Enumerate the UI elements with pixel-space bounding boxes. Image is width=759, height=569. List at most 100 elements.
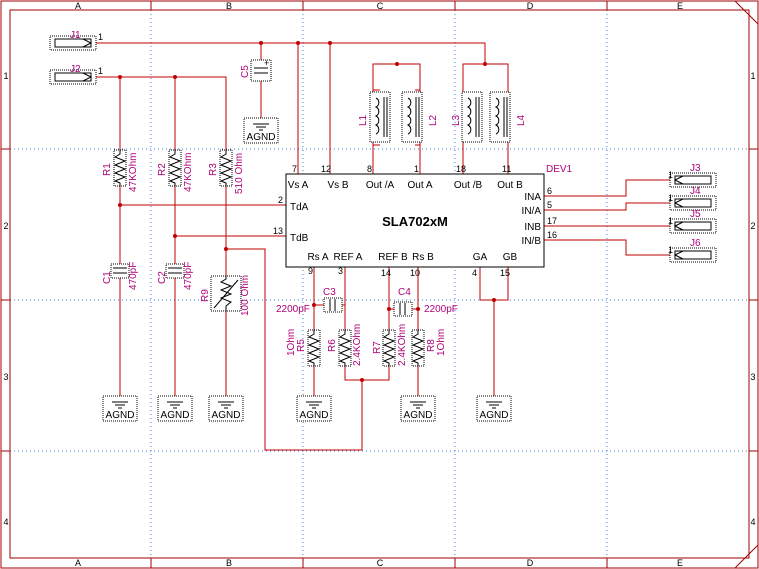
border-row-2-left: 2 xyxy=(3,221,8,231)
inductor-l4[interactable]: L4 xyxy=(489,91,527,143)
border-col-b-bottom: B xyxy=(226,558,232,568)
pin-number-13: 13 xyxy=(273,226,283,236)
resistor-r7[interactable]: R7 2.4KOhm xyxy=(372,324,408,367)
border-row-4-right: 4 xyxy=(750,517,755,527)
border-col-d-top: D xyxy=(527,1,534,11)
pin-number-10: 10 xyxy=(410,268,420,278)
border-col-c-top: C xyxy=(377,1,384,11)
resistor-r5-value: 1Ohm xyxy=(286,329,297,356)
capacitor-c5-ref: C5 xyxy=(240,65,251,78)
connector-j3[interactable]: J3 1 xyxy=(668,163,717,188)
capacitor-c3[interactable]: C3 2200pF xyxy=(276,287,343,315)
resistor-r2-ref: R2 xyxy=(157,163,168,176)
connector-j1-ref: J1 xyxy=(70,30,81,41)
ground-symbol-r8: AGND xyxy=(400,395,436,422)
resistor-r3-ref: R3 xyxy=(208,163,219,176)
border-row-2-right: 2 xyxy=(750,221,755,231)
pin-number-16: 16 xyxy=(547,230,557,240)
capacitor-c4[interactable]: C4 2200pF xyxy=(393,287,458,317)
capacitor-c1[interactable]: C1 470pF xyxy=(102,262,139,290)
ground-symbol-c2: AGND xyxy=(157,395,193,422)
ground-label-c5: AGND xyxy=(247,132,276,143)
ground-label-r8: AGND xyxy=(404,410,433,421)
ground-symbol-ga-gb: AGND xyxy=(476,395,512,422)
ground-label-ga-gb: AGND xyxy=(480,410,509,421)
border-row-4-left: 4 xyxy=(3,517,8,527)
connector-j3-pin: 1 xyxy=(668,170,673,180)
border-col-b-top: B xyxy=(226,1,232,11)
connector-j6-ref: J6 xyxy=(690,238,701,249)
capacitor-c2[interactable]: C2 470pF xyxy=(157,262,194,290)
resistor-r1[interactable]: R1 47KOhm xyxy=(102,149,139,192)
pin-number-12: 12 xyxy=(321,164,331,174)
border-row-3-left: 3 xyxy=(3,372,8,382)
connector-j1[interactable]: J1 1 xyxy=(49,30,103,51)
ic-name: SLA702xM xyxy=(382,214,448,229)
inductor-l4-ref: L4 xyxy=(516,114,527,126)
capacitor-c1-value: 470pF xyxy=(128,262,139,290)
inductor-l3[interactable]: L3 xyxy=(451,91,483,143)
pin-label-out-not-b: Out /B xyxy=(454,180,483,191)
ic-ref: DEV1 xyxy=(546,164,573,175)
capacitor-c2-value: 470pF xyxy=(183,262,194,290)
capacitor-c5[interactable]: + C5 xyxy=(240,58,272,82)
pin-label-ref-a: REF A xyxy=(334,252,363,263)
connector-j2-ref: J2 xyxy=(70,64,81,75)
resistor-r9-variable[interactable]: R9 100 Ohm xyxy=(200,275,251,316)
resistor-r1-value: 47KOhm xyxy=(128,153,139,192)
capacitor-c3-value: 2200pF xyxy=(276,304,310,315)
connector-j2[interactable]: J2 1 xyxy=(49,64,103,85)
pin-label-tda: TdA xyxy=(290,202,309,213)
pin-number-11: 11 xyxy=(502,164,511,174)
svg-text:+: + xyxy=(264,58,269,68)
resistor-r7-ref: R7 xyxy=(372,341,383,354)
border-col-e-bottom: E xyxy=(677,558,683,568)
capacitor-c3-ref: C3 xyxy=(323,287,336,298)
resistor-r8-value: 1Ohm xyxy=(436,329,447,356)
resistor-r2[interactable]: R2 47KOhm xyxy=(157,149,194,192)
border-row-1-left: 1 xyxy=(3,71,8,81)
border-col-a-top: A xyxy=(75,1,81,11)
connector-j5[interactable]: J5 1 xyxy=(668,209,717,234)
resistor-r8[interactable]: R8 1Ohm xyxy=(411,329,447,367)
connector-j4-pin: 1 xyxy=(668,193,673,203)
inductor-l1-ref: L1 xyxy=(358,114,369,126)
border-col-e-top: E xyxy=(677,1,683,11)
pin-number-4: 4 xyxy=(472,268,477,278)
ground-symbol-c1: AGND xyxy=(102,395,138,422)
capacitor-c2-ref: C2 xyxy=(157,271,168,284)
resistor-r2-value: 47KOhm xyxy=(183,153,194,192)
ground-symbol-c5: AGND xyxy=(243,117,279,144)
pin-label-ina: INA xyxy=(524,192,541,203)
pin-label-ref-b: REF B xyxy=(378,252,408,263)
pin-label-gb: GB xyxy=(503,252,518,263)
pin-number-15: 15 xyxy=(500,268,510,278)
connector-j3-ref: J3 xyxy=(690,163,701,174)
inductor-l1[interactable]: L1 xyxy=(358,91,391,143)
inductor-l3-ref: L3 xyxy=(451,114,462,126)
resistor-r9-ref: R9 xyxy=(200,289,211,302)
resistor-r7-value: 2.4KOhm xyxy=(397,324,408,366)
pin-number-3: 3 xyxy=(338,266,343,276)
pin-label-ga: GA xyxy=(473,252,488,263)
border-row-1-right: 1 xyxy=(750,71,755,81)
resistor-r5[interactable]: R5 1Ohm xyxy=(286,329,321,367)
connector-j4[interactable]: J4 1 xyxy=(668,186,717,211)
connector-j6[interactable]: J6 1 xyxy=(668,238,717,263)
ground-label-r9: AGND xyxy=(212,410,241,421)
ground-label-c1: AGND xyxy=(106,410,135,421)
capacitor-c4-value: 2200pF xyxy=(424,304,458,315)
pin-number-2: 2 xyxy=(278,195,283,205)
pin-number-14: 14 xyxy=(381,268,391,278)
pin-number-9: 9 xyxy=(308,266,313,276)
pin-label-in-not-a: IN/A xyxy=(522,206,542,217)
pin-label-out-not-a: Out /A xyxy=(366,180,395,191)
capacitor-c1-ref: C1 xyxy=(102,271,113,284)
resistor-r6[interactable]: R6 2.4KOhm xyxy=(327,324,363,367)
pin-label-out-b: Out B xyxy=(497,180,523,191)
resistor-r3[interactable]: R3 510 Ohm xyxy=(208,149,245,194)
connector-j6-pin: 1 xyxy=(668,245,673,255)
inductor-l2[interactable]: L2 xyxy=(401,91,439,143)
ic-sla702xm[interactable]: DEV1 SLA702xM Vs A 7 Vs B 12 Out /A 8 Ou… xyxy=(273,164,573,278)
